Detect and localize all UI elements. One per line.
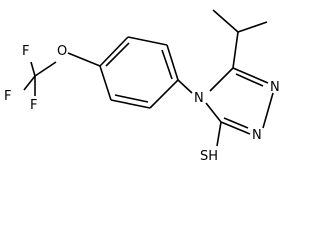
- structure-canvas: F F F O N N N SH: [4, 9, 280, 164]
- ring-bond-6: [99, 65, 112, 101]
- bond-n1-n2: [262, 92, 274, 129]
- atom-label-f1: F: [22, 44, 29, 59]
- atom-label-n2: N: [252, 128, 262, 143]
- bond-c5-ch: [232, 31, 239, 69]
- atom-label-n4: N: [194, 91, 204, 106]
- structure-diagram: F F F O N N N SH: [4, 9, 280, 164]
- bond-n2-c3-inner: [223, 117, 249, 129]
- bond-n2-c3: [220, 121, 251, 135]
- atom-label-n1: N: [270, 80, 280, 95]
- ring-bond-2: [127, 36, 168, 46]
- trifluoromethyl-group: [23, 61, 57, 96]
- ring-bond-5: [110, 99, 151, 109]
- ring-bond-4: [149, 79, 179, 109]
- bond-c5-n1-inner: [235, 73, 264, 87]
- ring-bond-1-inner: [105, 42, 130, 67]
- atom-label-f2: F: [4, 89, 11, 104]
- bond-c-f2: [23, 75, 36, 91]
- bond-o-phenyl: [67, 52, 101, 67]
- atom-label-f3: F: [30, 98, 37, 113]
- ring-bond-5-inner: [114, 94, 149, 103]
- bond-c3-sh: [216, 121, 222, 147]
- atom-label-sh: SH: [200, 149, 218, 164]
- bond-c-o: [34, 61, 57, 77]
- bond-ch-me2: [237, 21, 268, 33]
- atom-label-o: O: [57, 44, 67, 59]
- bond-phenyl-n4: [177, 79, 193, 94]
- triazole-ring: [205, 67, 274, 135]
- isopropyl-group: [212, 9, 268, 69]
- ring-bond-3: [166, 44, 179, 81]
- bond-c-f1: [30, 61, 36, 77]
- phenyl-ring: [99, 36, 179, 109]
- ring-bond-1: [99, 36, 129, 67]
- bond-n4-c5: [209, 67, 234, 92]
- bond-c3-n4: [205, 102, 222, 123]
- bond-ch-me1: [212, 9, 239, 33]
- ring-bond-3-inner: [161, 49, 173, 80]
- bond-c5-n1: [232, 67, 269, 84]
